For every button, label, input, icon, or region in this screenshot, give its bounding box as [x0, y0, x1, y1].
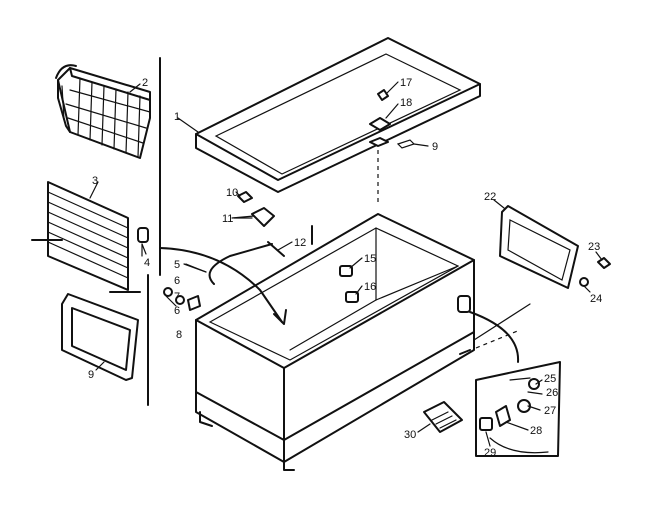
part-label-5: 5 [174, 259, 180, 271]
part-label-18: 18 [400, 97, 412, 109]
kickplate-grille [423, 401, 463, 433]
part-label-3: 3 [92, 175, 98, 187]
control-subassembly [469, 303, 561, 457]
left-panel-divider [147, 57, 161, 406]
part-label-9-lid: 9 [432, 141, 438, 153]
part-label-8: 8 [176, 329, 182, 341]
access-panel [499, 205, 611, 289]
divider-grille [31, 181, 141, 293]
part-label-17: 17 [400, 77, 412, 89]
part-label-25: 25 [544, 373, 556, 385]
part-label-27: 27 [544, 405, 556, 417]
mounting-hardware [163, 287, 201, 311]
leader-lines [89, 81, 603, 447]
grille-clip [137, 227, 149, 255]
part-label-7: 7 [174, 291, 180, 303]
part-label-23: 23 [588, 241, 600, 253]
part-label-15: 15 [364, 253, 376, 265]
part-label-26: 26 [546, 387, 558, 399]
wire-basket [55, 64, 151, 159]
part-label-16: 16 [364, 281, 376, 293]
part-label-28: 28 [530, 425, 542, 437]
part-label-29: 29 [484, 447, 496, 459]
drain-gasket [61, 293, 139, 381]
freezer-cabinet [195, 213, 475, 471]
part-label-10: 10 [226, 187, 238, 199]
part-label-9-left: 9 [88, 369, 94, 381]
lid-handle-parts [369, 89, 416, 149]
part-labels: 1 2 3 4 5 6 6 7 8 9 9 10 11 12 15 16 17 … [88, 77, 602, 459]
part-label-11: 11 [222, 213, 233, 225]
part-label-22: 22 [484, 191, 496, 203]
part-label-6b: 6 [174, 305, 180, 317]
part-label-24: 24 [590, 293, 602, 305]
lid-hinge [233, 191, 275, 227]
part-label-4: 4 [144, 257, 150, 269]
part-label-12: 12 [294, 237, 306, 249]
part-label-2: 2 [142, 77, 148, 89]
freezer-lid [195, 37, 481, 205]
part-label-6a: 6 [174, 275, 180, 287]
power-cord [159, 225, 313, 325]
part-label-1: 1 [174, 111, 180, 123]
part-label-30: 30 [404, 429, 416, 441]
